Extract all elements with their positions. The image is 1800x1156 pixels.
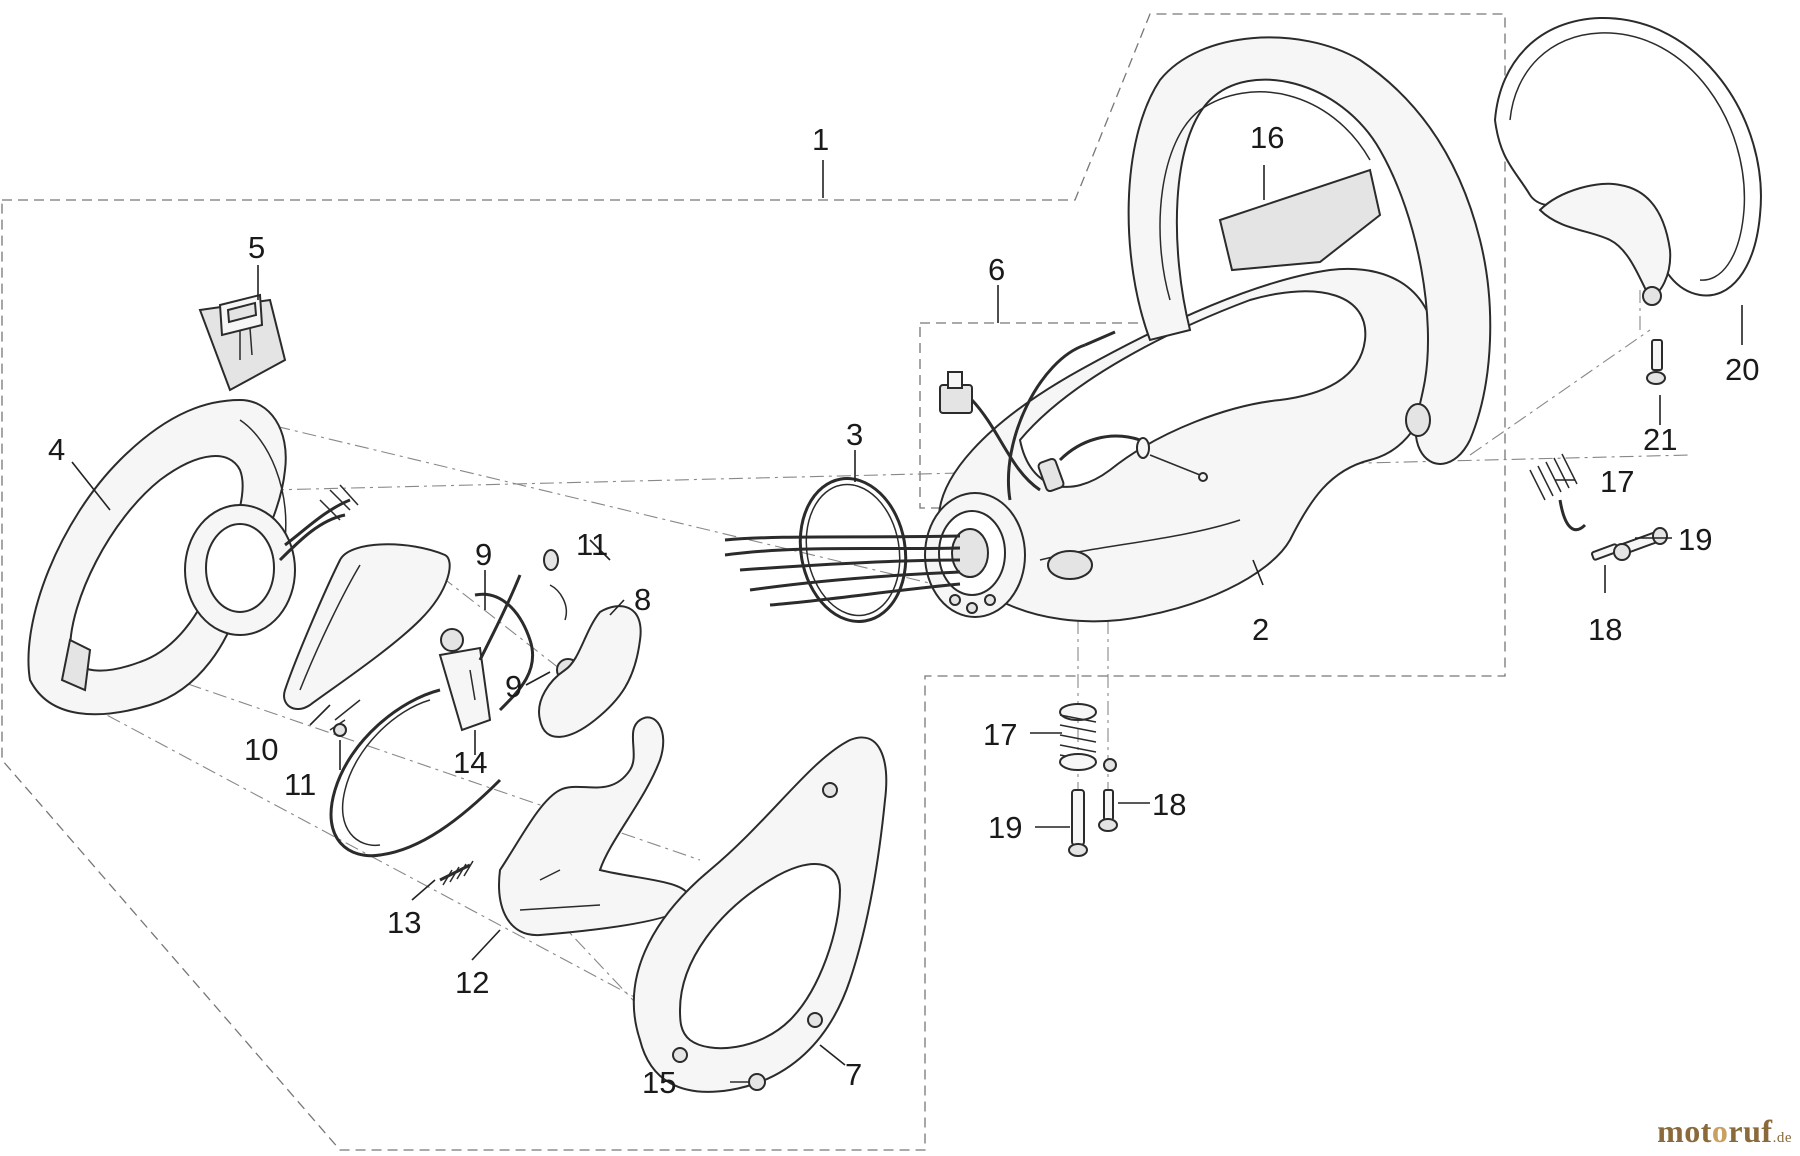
label-4: 4 bbox=[48, 432, 65, 467]
label-17-right: 17 bbox=[1600, 464, 1634, 499]
watermark-part-a: mot bbox=[1657, 1113, 1712, 1149]
label-2: 2 bbox=[1252, 612, 1269, 647]
label-3: 3 bbox=[846, 417, 863, 452]
label-11-lower: 11 bbox=[284, 767, 316, 802]
label-12: 12 bbox=[455, 965, 489, 1000]
label-18-right: 18 bbox=[1588, 612, 1622, 647]
label-7: 7 bbox=[845, 1057, 862, 1092]
watermark-logo: motoruf.de bbox=[1657, 1113, 1792, 1150]
trigger-cover bbox=[283, 543, 451, 710]
lock-lever bbox=[538, 605, 642, 738]
wiring-harness bbox=[939, 330, 1208, 501]
watermark-domain: .de bbox=[1772, 1130, 1792, 1146]
screw-15 bbox=[730, 1073, 766, 1091]
hand-guard bbox=[1493, 16, 1762, 306]
lever-parts bbox=[329, 549, 580, 737]
label-14: 14 bbox=[453, 745, 487, 780]
o-ring bbox=[798, 477, 908, 623]
label-8: 8 bbox=[634, 582, 651, 617]
label-20: 20 bbox=[1725, 352, 1759, 387]
switch bbox=[218, 293, 264, 360]
cable-grommet bbox=[924, 492, 1026, 618]
label-15: 15 bbox=[642, 1065, 676, 1100]
spring-13 bbox=[439, 860, 474, 886]
watermark-part-b: o bbox=[1711, 1113, 1729, 1149]
label-17-lower: 17 bbox=[983, 717, 1017, 752]
label-10: 10 bbox=[244, 732, 278, 767]
label-21: 21 bbox=[1643, 422, 1677, 457]
label-16: 16 bbox=[1250, 120, 1284, 155]
throttle-cable bbox=[329, 688, 502, 858]
label-1: 1 bbox=[812, 122, 829, 157]
upper-fasteners bbox=[1529, 339, 1668, 561]
label-9-lower: 9 bbox=[505, 669, 522, 704]
throttle-lever bbox=[498, 716, 692, 937]
watermark-part-c: ruf bbox=[1728, 1113, 1773, 1149]
label-13: 13 bbox=[387, 905, 421, 940]
cable-bundle bbox=[724, 534, 961, 607]
left-handle-housing bbox=[27, 298, 359, 716]
assembly-outline bbox=[1, 13, 1506, 1151]
label-6: 6 bbox=[988, 252, 1005, 287]
right-handle-cover bbox=[632, 736, 888, 1093]
label-18-lower: 18 bbox=[1152, 787, 1186, 822]
label-5: 5 bbox=[248, 230, 265, 265]
label-19-lower: 19 bbox=[988, 810, 1022, 845]
leader-lines bbox=[71, 160, 1743, 1066]
part-labels: 1 2 3 4 5 6 7 8 9 9 10 11 11 12 13 14 15… bbox=[48, 120, 1759, 1100]
lower-fasteners bbox=[1059, 703, 1118, 857]
label-19-right: 19 bbox=[1678, 522, 1712, 557]
label-9-top: 9 bbox=[475, 537, 492, 572]
front-handle-bow bbox=[1127, 36, 1492, 465]
o-ring-inner bbox=[805, 483, 901, 617]
decal bbox=[1218, 168, 1382, 272]
label-11-top: 11 bbox=[576, 527, 608, 562]
